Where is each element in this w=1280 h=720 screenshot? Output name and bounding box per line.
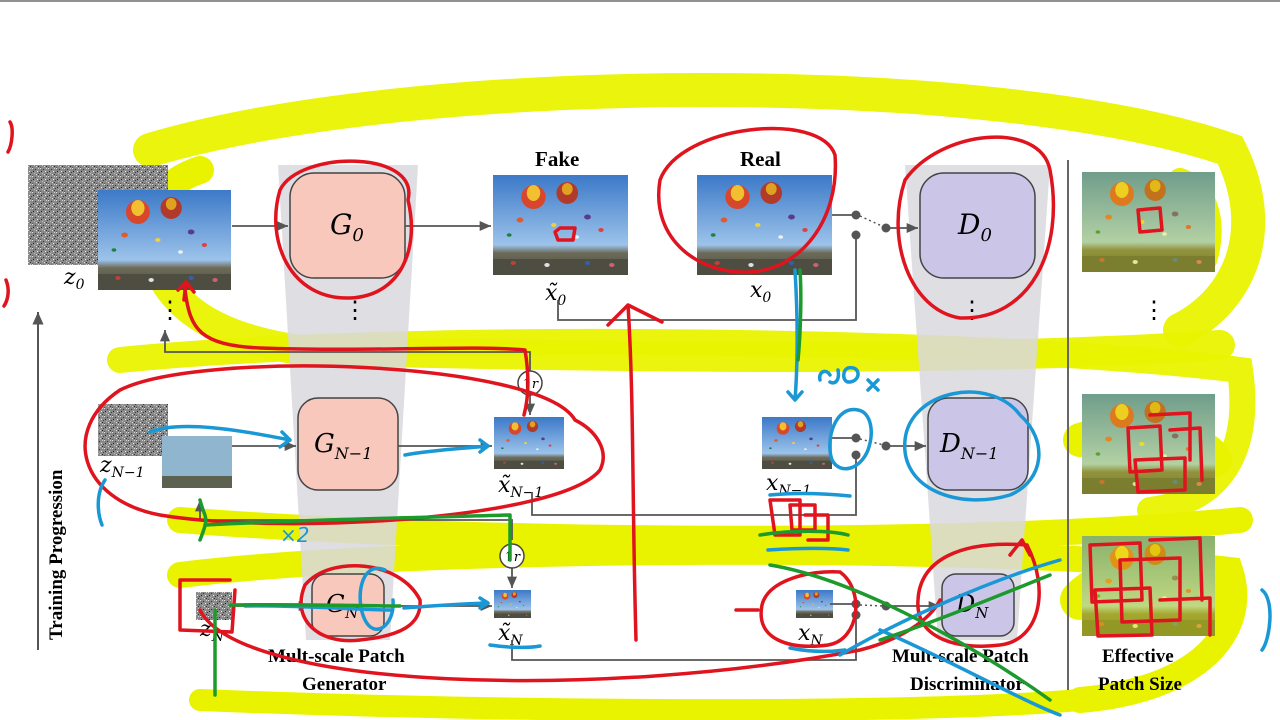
svg-text:↑r: ↑r — [521, 377, 539, 392]
red-ink-annotations — [2, 120, 1212, 683]
upsample-op-2: ↑r — [499, 543, 525, 569]
green-ink-annotations — [198, 268, 1052, 702]
svg-text:↑r: ↑r — [503, 550, 521, 565]
svg-text:GN−1: GN−1 — [314, 429, 372, 463]
discriminator-caption-line2: Discriminator — [910, 674, 1025, 695]
generator-caption-line2: Generator — [302, 674, 387, 695]
fake-image-0 — [493, 175, 628, 275]
input-vdots: ⋮ — [158, 298, 182, 324]
blue-ink-annotations — [96, 268, 1272, 717]
discriminator-caption-line1: Mult-scale Patch — [892, 646, 1029, 667]
discriminator-DN-1: DN−1 — [927, 397, 1029, 491]
switch-dotted-lines — [859, 215, 885, 607]
fake-heading: Fake — [535, 147, 579, 171]
generator-caption-line1: Mult-scale Patch — [268, 646, 405, 667]
fake-label-0: x̃0 — [545, 281, 566, 309]
effective-highlight-N — [1082, 536, 1215, 636]
effective-caption-line2: Patch Size — [1098, 674, 1182, 695]
real-label-0: x0 — [750, 278, 771, 306]
generator-vdots: ⋮ — [343, 298, 367, 324]
effective-highlight-N-1 — [1082, 394, 1215, 494]
noise-label-zN-1: zN−1 — [99, 453, 144, 481]
svg-text:G0: G0 — [330, 208, 364, 246]
discriminator-vdots: ⋮ — [960, 298, 984, 324]
svg-text:DN−1: DN−1 — [939, 429, 998, 463]
discriminator-D0: D0 — [919, 172, 1036, 279]
fake-image-N-1 — [494, 417, 564, 469]
effective-vdots: ⋮ — [1142, 298, 1166, 324]
fake-label-N-1: x̃N−1 — [498, 473, 543, 501]
fake-image-N — [494, 590, 531, 618]
noise-label-z0: z0 — [63, 265, 85, 293]
upsampled-input-N-1 — [162, 436, 232, 488]
effective-caption-line1: Effective — [1102, 646, 1174, 667]
generator-G0: G0 — [289, 172, 406, 279]
handwritten-x2: ×2 — [280, 523, 309, 547]
fake-label-N: x̃N — [498, 621, 523, 649]
upsampled-input-0 — [98, 190, 231, 290]
real-image-0 — [697, 175, 832, 275]
real-image-N — [796, 590, 833, 618]
training-progression-label: Training Progression — [46, 469, 67, 640]
real-heading: Real — [740, 147, 781, 171]
generator-GN-1: GN−1 — [297, 397, 399, 491]
svg-text:D0: D0 — [957, 208, 992, 246]
effective-highlight-0 — [1082, 172, 1215, 272]
real-image-N-1 — [762, 417, 832, 469]
